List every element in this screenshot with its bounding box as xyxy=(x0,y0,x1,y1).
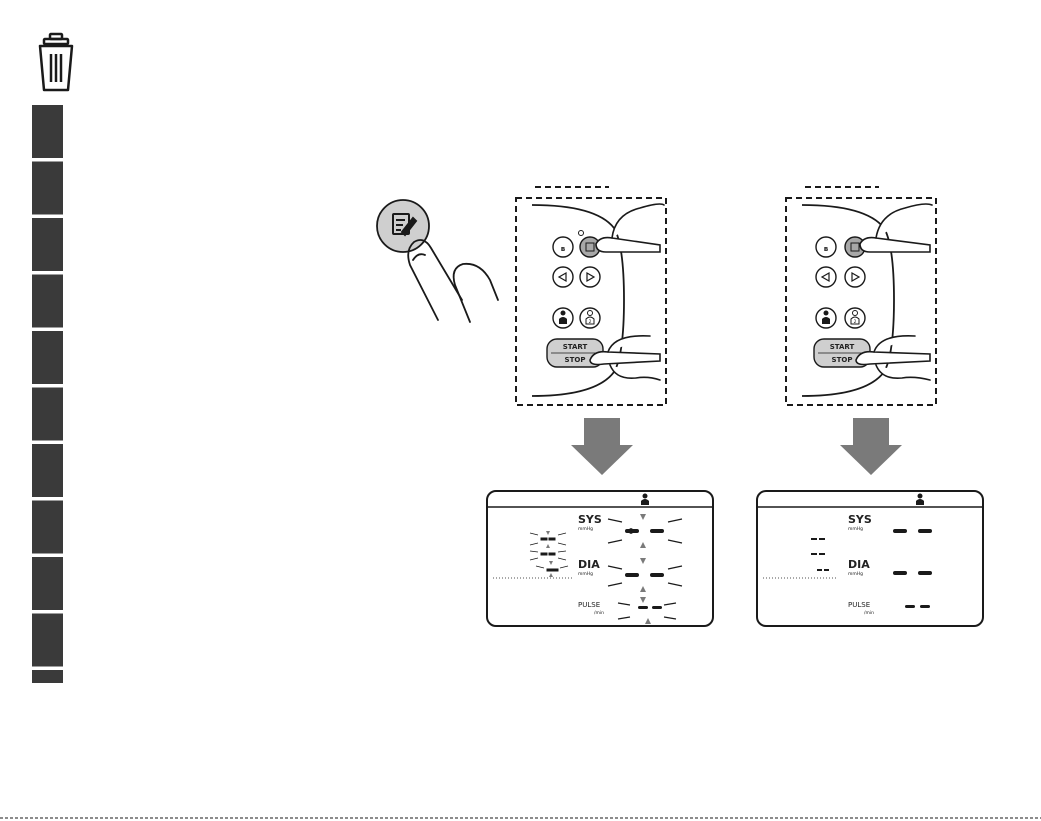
sidebar-tab xyxy=(32,275,63,328)
sidebar-tab xyxy=(32,614,63,667)
user2-label: 2 xyxy=(589,319,592,325)
dia-unit: mmHg xyxy=(578,571,593,577)
right-button xyxy=(580,267,600,287)
arrow-down-icon xyxy=(571,418,633,475)
sidebar-tab xyxy=(32,105,63,158)
hand-illustration xyxy=(590,204,664,380)
device-panel-2: ʙ 2 START STOP xyxy=(786,187,936,405)
pulse-label: PULSE xyxy=(848,601,870,609)
right-button xyxy=(845,267,865,287)
dia-unit: mmHg xyxy=(848,571,863,577)
bluetooth-icon: ʙ xyxy=(824,245,829,253)
sidebar-tab xyxy=(32,331,63,384)
indicator-light xyxy=(579,231,584,236)
lcd-display-2: SYS mmHg DIA mmHg PULSE /min xyxy=(757,491,983,626)
sidebar-tab xyxy=(32,670,63,683)
arrow-down-icon xyxy=(840,418,902,475)
dia-label: DIA xyxy=(848,558,870,571)
sidebar-tab xyxy=(32,501,63,554)
pulse-label: PULSE xyxy=(578,601,600,609)
sidebar-tabs xyxy=(32,105,63,683)
sys-label: SYS xyxy=(578,513,602,526)
left-button xyxy=(816,267,836,287)
trash-icon xyxy=(40,34,72,90)
sidebar-tab xyxy=(32,218,63,271)
dia-label: DIA xyxy=(578,558,600,571)
pulse-unit: /min xyxy=(594,610,604,616)
sidebar-tab xyxy=(32,162,63,215)
sidebar-tab xyxy=(32,444,63,497)
sys-label: SYS xyxy=(848,513,872,526)
user1-icon xyxy=(559,317,567,324)
pulse-unit: /min xyxy=(864,610,874,616)
sys-unit: mmHg xyxy=(578,526,593,532)
sidebar-tab xyxy=(32,557,63,610)
user1-icon xyxy=(822,317,830,324)
bluetooth-icon: ʙ xyxy=(561,245,566,253)
sys-unit: mmHg xyxy=(848,526,863,532)
start-label: START xyxy=(563,343,588,351)
stop-label: STOP xyxy=(832,356,853,364)
stop-label: STOP xyxy=(565,356,586,364)
sidebar-tab xyxy=(32,388,63,441)
finger-illustration xyxy=(408,240,498,322)
device-panel-1: ʙ 2 START STOP xyxy=(516,187,666,405)
start-label: START xyxy=(830,343,855,351)
memo-button-illustration xyxy=(377,200,498,322)
left-button xyxy=(553,267,573,287)
lcd-display-1: SYS mmHg DIA mmHg PULSE /min xyxy=(487,491,713,626)
user2-label: 2 xyxy=(854,319,857,325)
